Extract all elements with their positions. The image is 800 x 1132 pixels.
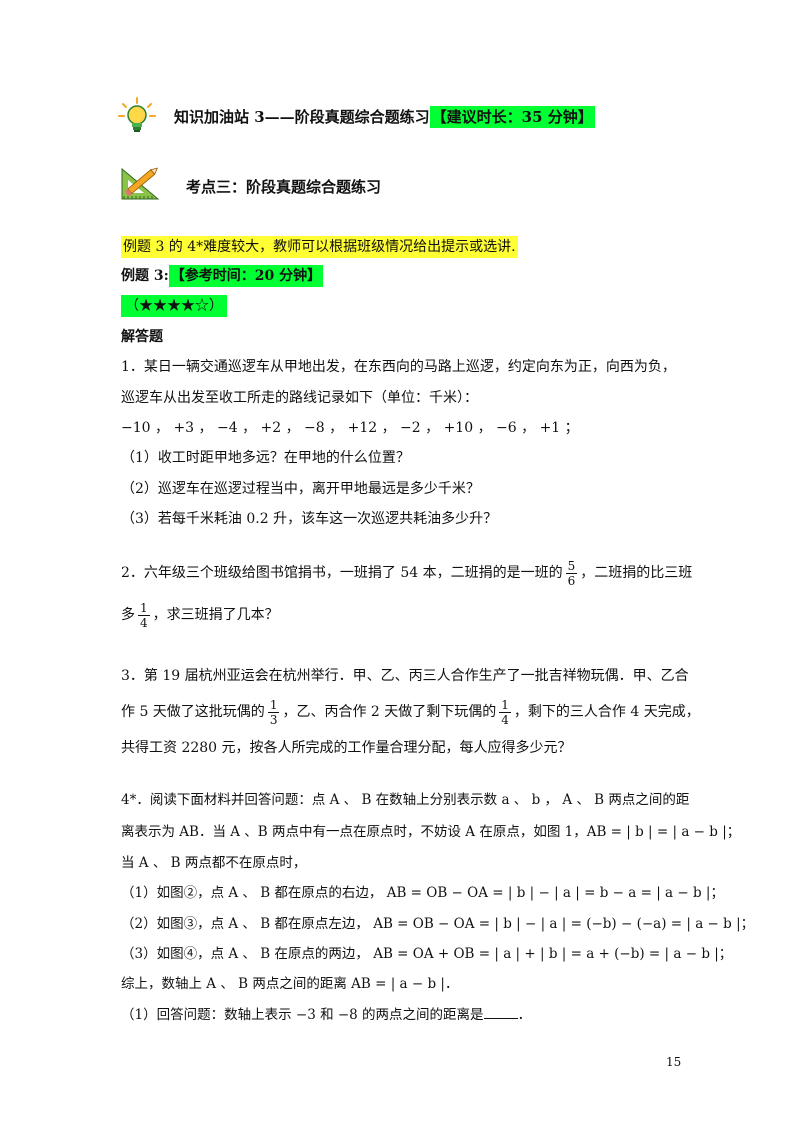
q4-line3: 当 A 、 B 两点都不在原点时， bbox=[121, 855, 307, 871]
q4-line1: 4*．阅读下面材料并回答问题：点 A 、 B 在数轴上分别表示数 a 、 b ，… bbox=[121, 792, 690, 808]
teacher-note: 例题 3 的 4*难度较大，教师可以根据班级情况给出提示或选讲. bbox=[121, 236, 518, 258]
page-number: 15 bbox=[666, 1055, 682, 1069]
example-header: 例题 3:【参考时间：20 分钟】 bbox=[121, 265, 324, 287]
fraction-numerator: 1 bbox=[267, 697, 280, 713]
q3-line2-c: ，剩下的三人合作 4 天完成， bbox=[513, 704, 700, 720]
fraction-denominator: 3 bbox=[269, 712, 278, 727]
ruler-pencil-icon bbox=[118, 163, 162, 203]
q4-line2: 离表示为 AB．当 A 、B 两点中有一点在原点时，不妨设 A 在原点，如图 1… bbox=[121, 824, 741, 840]
q4-case2: （2）如图③，点 A 、 B 都在原点左边， AB = OB − OA = | … bbox=[121, 916, 755, 932]
answer-blank[interactable] bbox=[483, 1004, 518, 1019]
fraction-denominator: 6 bbox=[567, 573, 576, 588]
q1-sub1: （1）收工时距甲地多远？在甲地的什么位置？ bbox=[121, 450, 410, 466]
fraction-numerator: 1 bbox=[499, 697, 511, 713]
q1-sub3: （3）若每千米耗油 0.2 升，该车这一次巡逻共耗油多少升？ bbox=[121, 511, 498, 527]
section-type-label: 解答题 bbox=[121, 329, 163, 345]
teacher-note-text: 例题 3 的 4*难度较大，教师可以根据班级情况给出提示或选讲. bbox=[121, 236, 518, 258]
q1-sub2: （2）巡逻车在巡逻过程当中，离开甲地最远是多少千米？ bbox=[121, 481, 480, 497]
reference-time-badge: 【参考时间：20 分钟】 bbox=[168, 265, 324, 287]
q1-data: −10 ， +3 ， −4 ， +2 ， −8 ， +12 ， −2 ， +10… bbox=[121, 420, 579, 436]
q1-line1: 1．某日一辆交通巡逻车从甲地出发，在东西向的马路上巡逻，约定向东为正，向西为负， bbox=[121, 359, 676, 375]
example-label: 例题 3: bbox=[121, 268, 169, 284]
header-title: 知识加油站 3——阶段真题综合题练习 bbox=[174, 108, 430, 126]
q3-line1: 3．第 19 届杭州亚运会在杭州举行．甲、乙、丙三人合作生产了一批吉祥物玩偶．甲… bbox=[121, 668, 689, 684]
q2-line2-b: ，求三班捐了几本？ bbox=[152, 607, 279, 623]
fraction-numerator: 1 bbox=[138, 600, 150, 616]
lightbulb-icon bbox=[117, 96, 157, 136]
q3-line2-b: ，乙、丙合作 2 天做了剩下玩偶的 bbox=[282, 704, 497, 720]
fraction-denominator: 4 bbox=[501, 712, 509, 727]
q3-line3: 共得工资 2280 元，按各人所完成的工作量合理分配，每人应得多少元？ bbox=[121, 740, 572, 756]
q2-line2-a: 多 bbox=[121, 607, 135, 623]
q1-line2: 巡逻车从出发至收工所走的路线记录如下（单位：千米）： bbox=[121, 390, 478, 406]
q2-line1-b: ，二班捐的比三班 bbox=[580, 565, 693, 581]
q4-case3: （3）如图④，点 A 、 B 在原点的两边， AB = OA + OB = | … bbox=[121, 946, 733, 962]
q4-case1: （1）如图②，点 A 、 B 都在原点的右边， AB = OB − OA = |… bbox=[121, 885, 724, 901]
q2-line1-a: 2．六年级三个班级给图书馆捐书，一班捐了 54 本，二班捐的是一班的 bbox=[121, 565, 563, 581]
q4-question-text: （1）回答问题：数轴上表示 −3 和 −8 的两点之间的距离是 bbox=[121, 1007, 484, 1023]
difficulty-stars-text: （★★★★☆） bbox=[121, 295, 227, 317]
q3-line2-a: 作 5 天做了这批玩偶的 bbox=[121, 704, 265, 720]
q4-question: （1）回答问题：数轴上表示 −3 和 −8 的两点之间的距离是 ． bbox=[121, 1004, 531, 1025]
suggested-time-badge: 【建议时长：35 分钟】 bbox=[429, 106, 595, 128]
fraction-denominator: 4 bbox=[140, 615, 148, 630]
q4-question-end: ． bbox=[517, 1007, 532, 1023]
difficulty-stars: （★★★★☆） bbox=[121, 295, 227, 317]
fraction-numerator: 5 bbox=[565, 558, 578, 574]
q4-summary: 综上，数轴上 A 、 B 两点之间的距离 AB = | a − b |． bbox=[121, 976, 459, 992]
page-header: 知识加油站 3——阶段真题综合题练习【建议时长：35 分钟】 bbox=[174, 106, 595, 128]
section-title: 考点三：阶段真题综合题练习 bbox=[186, 178, 382, 196]
